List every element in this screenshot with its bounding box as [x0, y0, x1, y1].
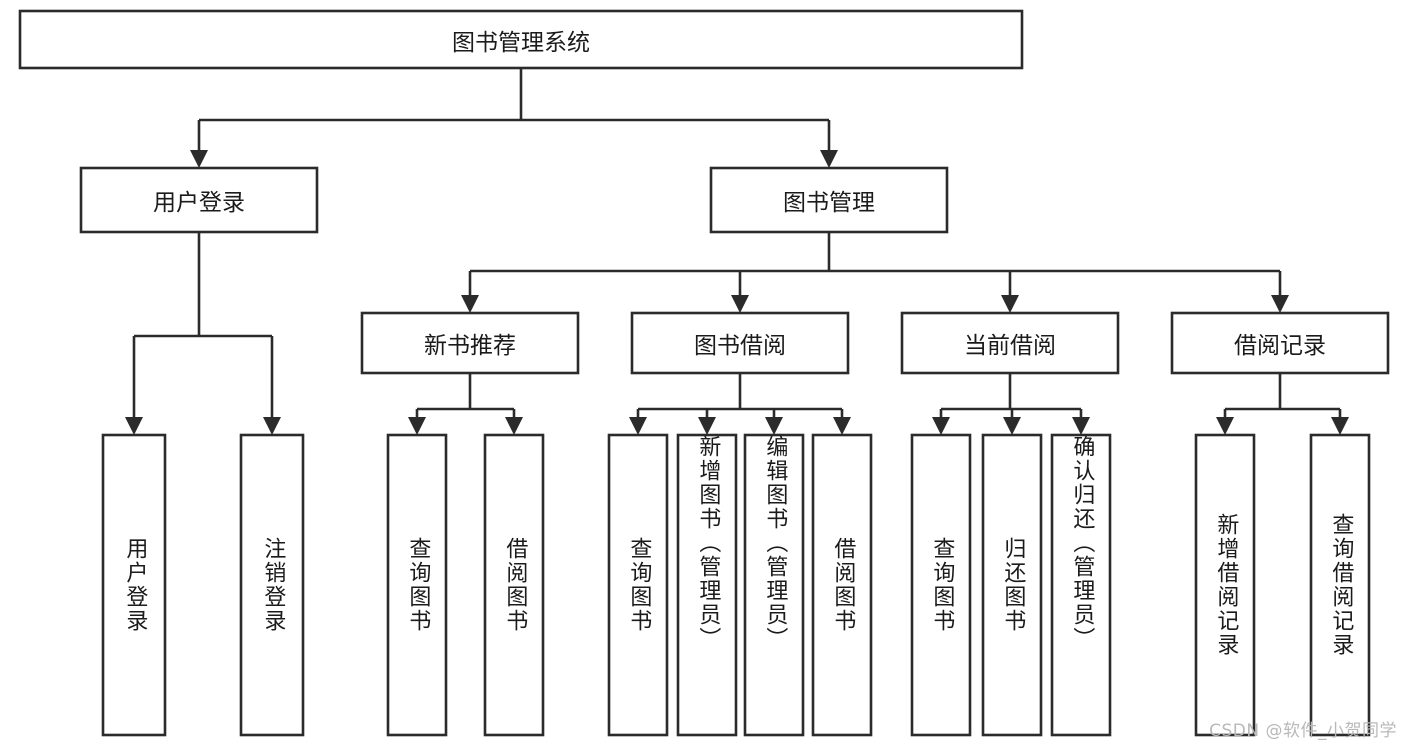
- node-borrow-record-box[interactable]: [1170, 311, 1390, 375]
- arrow-head-book-borrow: [731, 295, 749, 313]
- arrow-head-leaf-query-book-3: [932, 417, 950, 435]
- node-root-box[interactable]: [18, 9, 1024, 70]
- csdn-watermark: CSDN @软件_小贺同学: [1209, 721, 1397, 741]
- node-user-login-box[interactable]: [79, 166, 319, 234]
- node-book-borrow-box[interactable]: [630, 311, 850, 375]
- arrow-head-leaf-borrow-book-2: [833, 417, 851, 435]
- node-book-manage-box[interactable]: [709, 166, 949, 234]
- arrow-head-leaf-confirm-return: [1072, 417, 1090, 435]
- arrow-head-current-borrow: [1001, 295, 1019, 313]
- leaf-query-book-1-box[interactable]: [386, 433, 448, 737]
- arrow-head-leaf-add-book: [698, 417, 716, 435]
- leaf-query-book-2-box[interactable]: [607, 433, 669, 737]
- leaf-query-book-3-box[interactable]: [910, 433, 972, 737]
- leaf-edit-book-box[interactable]: [743, 433, 805, 737]
- leaf-query-record-box[interactable]: [1309, 433, 1371, 737]
- arrow-head-user-login: [190, 150, 208, 168]
- leaf-return-book-box[interactable]: [981, 433, 1043, 737]
- arrow-head-leaf-edit-book: [765, 417, 783, 435]
- leaf-borrow-book-1-box[interactable]: [483, 433, 545, 737]
- leaf-add-book-box[interactable]: [676, 433, 738, 737]
- node-current-borrow-box[interactable]: [900, 311, 1120, 375]
- arrow-head-leaf-user-login: [125, 417, 143, 435]
- leaf-borrow-book-2-box[interactable]: [811, 433, 873, 737]
- leaf-logout-login-box[interactable]: [239, 433, 305, 737]
- arrow-head-leaf-query-record: [1331, 417, 1349, 435]
- leaf-user-login-box[interactable]: [101, 433, 167, 737]
- arrow-head-leaf-logout-login: [263, 417, 281, 435]
- arrow-head-leaf-add-record: [1216, 417, 1234, 435]
- arrow-head-leaf-borrow-book-1: [505, 417, 523, 435]
- leaf-add-record-box[interactable]: [1194, 433, 1256, 737]
- leaf-confirm-return-box[interactable]: [1050, 433, 1112, 737]
- arrow-head-leaf-return-book: [1003, 417, 1021, 435]
- arrow-head-new-book-rec: [461, 295, 479, 313]
- node-new-book-rec-box[interactable]: [360, 311, 580, 375]
- arrow-head-leaf-query-book-2: [629, 417, 647, 435]
- arrow-head-borrow-record: [1271, 295, 1289, 313]
- arrow-head-book-manage: [820, 150, 838, 168]
- arrow-head-leaf-query-book-1: [408, 417, 426, 435]
